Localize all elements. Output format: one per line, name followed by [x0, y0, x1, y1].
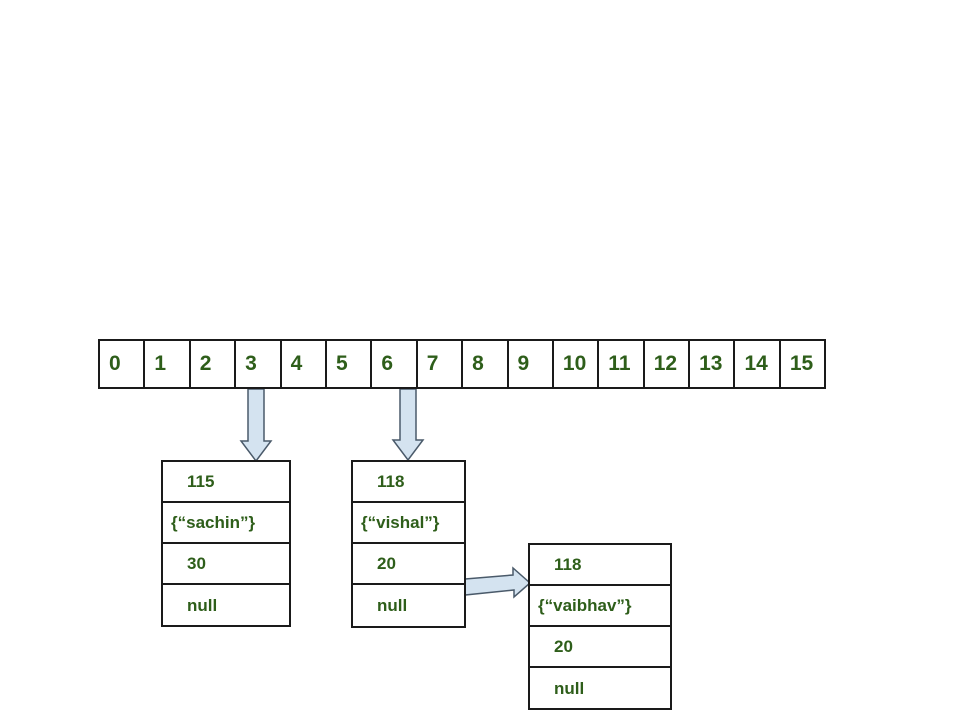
bucket-cell-7: 7	[418, 341, 464, 387]
bucket-cell-12: 12	[645, 341, 691, 387]
node-key: {“vishal”}	[353, 503, 464, 544]
node-vaibhav: 118 {“vaibhav”} 20 null	[528, 543, 672, 710]
node-key: {“vaibhav”}	[530, 586, 670, 627]
bucket-cell-3: 3	[236, 341, 282, 387]
node-sachin: 115 {“sachin”} 30 null	[161, 460, 291, 627]
bucket-cell-1: 1	[145, 341, 191, 387]
bucket-6-down-arrow	[391, 388, 425, 462]
bucket-cell-6: 6	[372, 341, 418, 387]
node-next: null	[377, 595, 408, 615]
bucket-cell-2: 2	[191, 341, 237, 387]
node-value: 20	[353, 544, 464, 585]
bucket-cell-8: 8	[463, 341, 509, 387]
next-node-right-arrow	[464, 566, 532, 599]
bucket-cell-14: 14	[735, 341, 781, 387]
bucket-cell-4: 4	[282, 341, 327, 387]
bucket-cell-13: 13	[690, 341, 736, 387]
bucket-array: 0 1 2 3 4 5 6 7 8 9 10 11 12 13 14 15	[98, 339, 827, 389]
bucket-3-down-arrow	[239, 388, 273, 463]
node-value: 20	[530, 627, 670, 668]
node-hash: 115	[163, 462, 289, 503]
bucket-cell-9: 9	[509, 341, 554, 387]
bucket-cell-15: 15	[781, 341, 827, 387]
bucket-cell-11: 11	[599, 341, 645, 387]
node-hash: 118	[530, 545, 670, 586]
node-vishal: 118 {“vishal”} 20 null	[351, 460, 466, 628]
node-hash: 118	[353, 462, 464, 503]
bucket-cell-0: 0	[100, 341, 146, 387]
bucket-cell-5: 5	[327, 341, 373, 387]
node-value: 30	[163, 544, 289, 585]
bucket-cell-10: 10	[554, 341, 600, 387]
node-next: null	[554, 678, 585, 698]
node-key: {“sachin”}	[163, 503, 289, 544]
node-next: null	[187, 595, 218, 615]
